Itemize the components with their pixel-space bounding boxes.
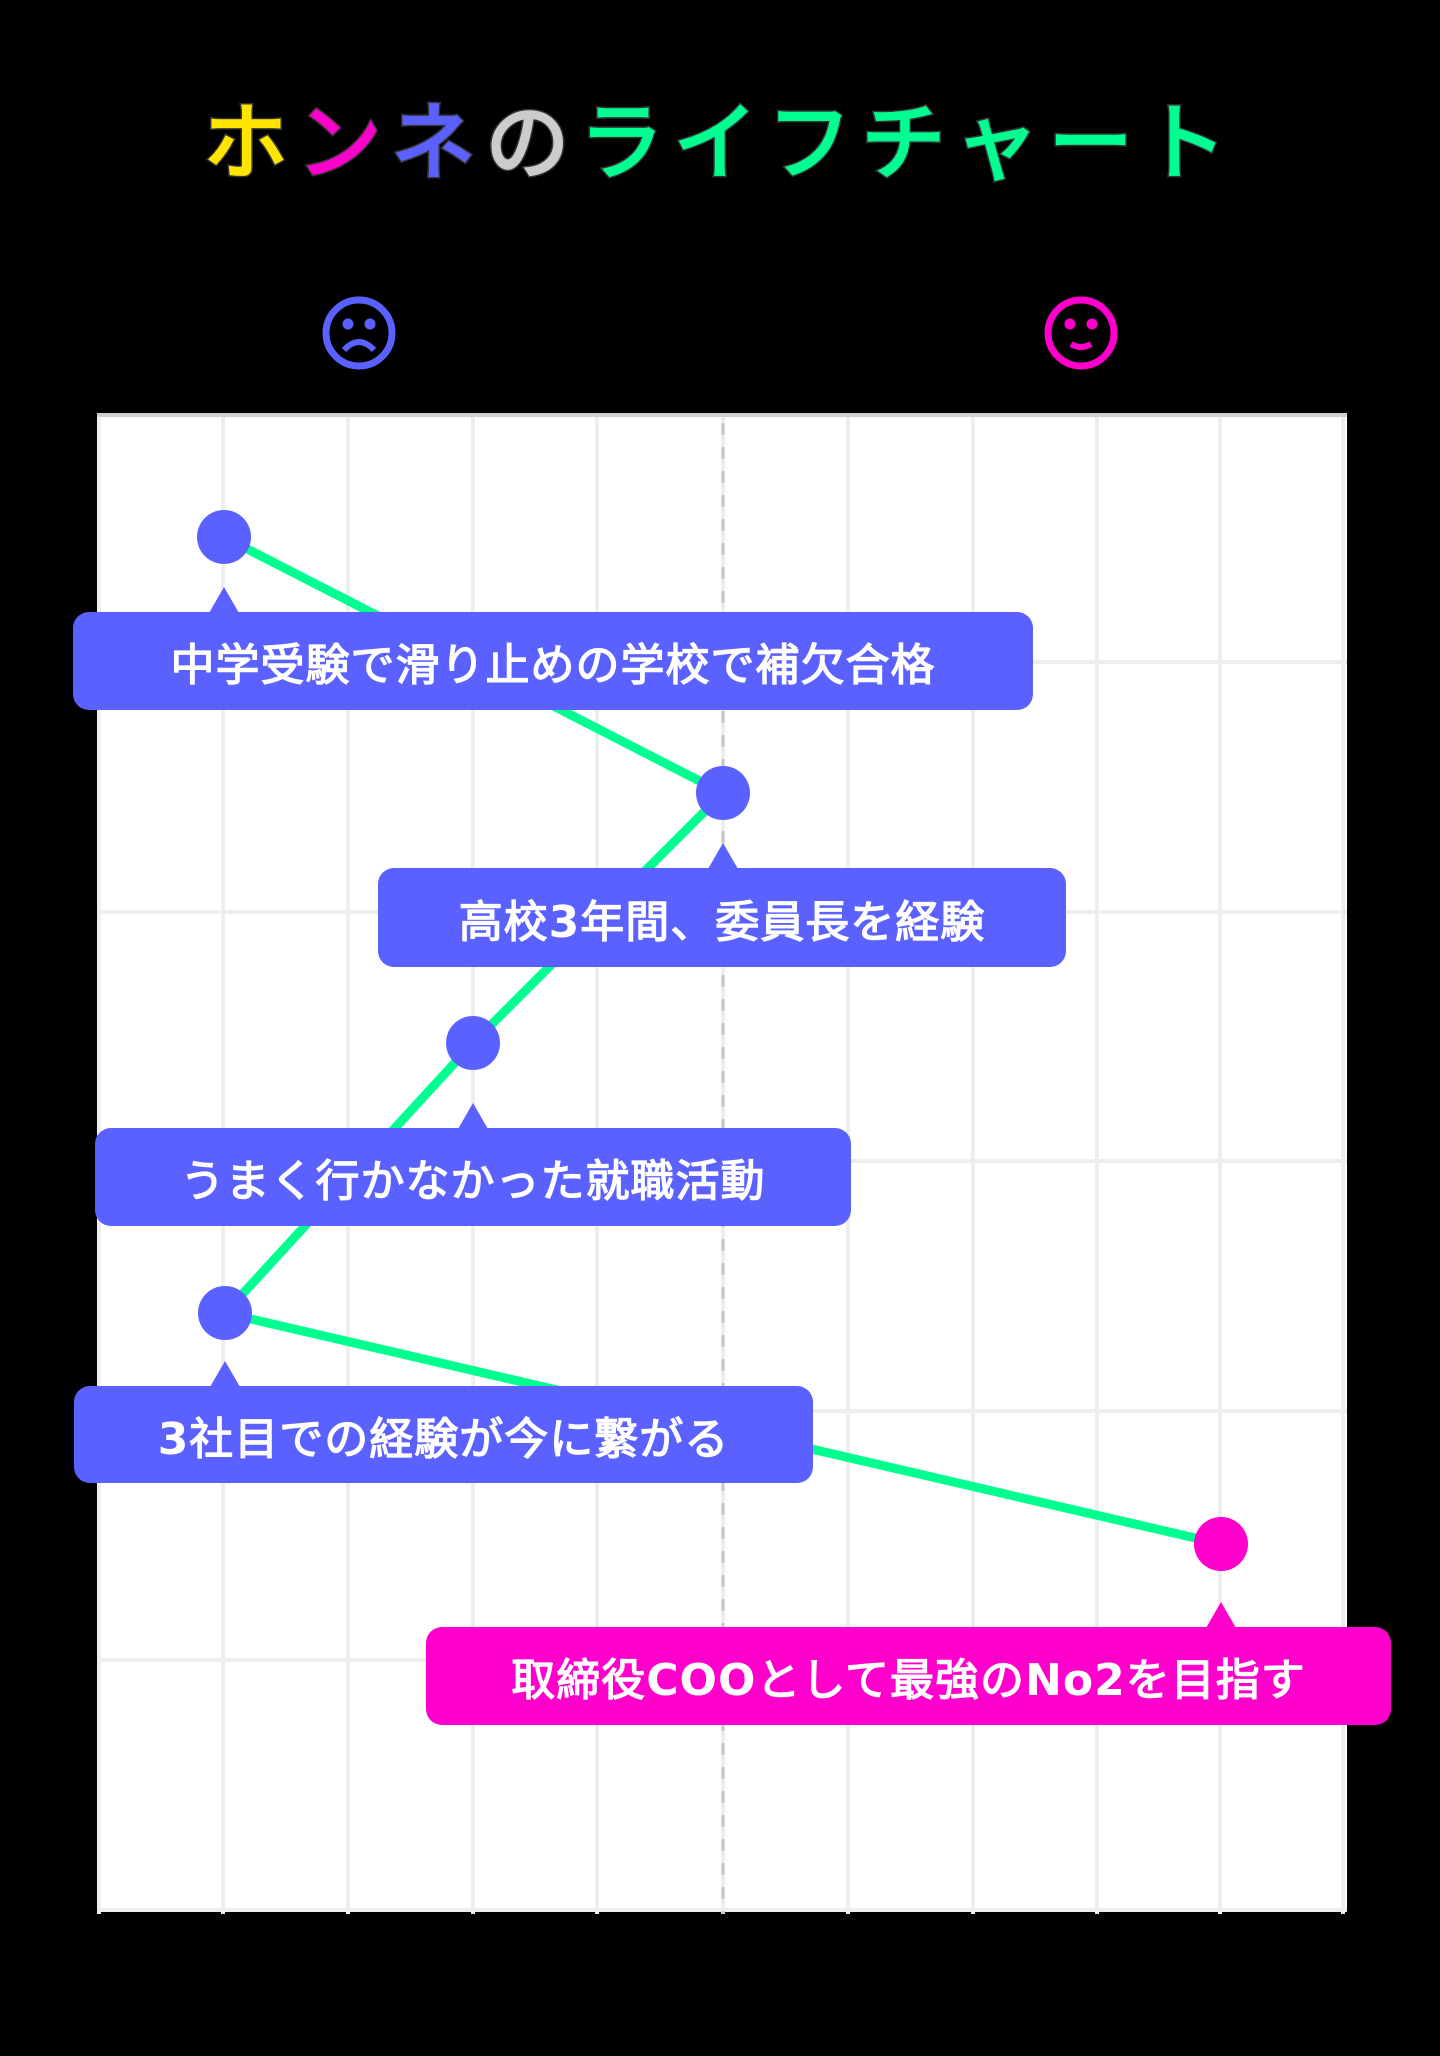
event-label-3: うまく行かなかった就職活動 — [95, 1103, 851, 1226]
data-point-5[interactable] — [1194, 1517, 1248, 1571]
sad-face-icon — [322, 296, 396, 370]
data-point-3[interactable] — [446, 1016, 500, 1070]
title-part-ho: ホ — [202, 93, 298, 194]
chart-title: ホンネのライフチャート — [0, 88, 1440, 198]
event-label-text: 3社目での経験が今に繋がる — [157, 1413, 730, 1465]
pointer-triangle — [209, 587, 239, 613]
event-label-text: 取締役COOとして最強のNo2を目指す — [511, 1655, 1306, 1706]
event-label-5: 取締役COOとして最強のNo2を目指す — [426, 1602, 1391, 1725]
event-label-4: 3社目での経験が今に繋がる — [74, 1361, 813, 1483]
event-label-text: 中学受験で滑り止めの学校で補欠合格 — [170, 640, 936, 691]
event-label-2: 高校3年間、委員長を経験 — [378, 843, 1066, 967]
pointer-triangle — [708, 843, 738, 869]
data-point-4[interactable] — [198, 1286, 252, 1340]
pointer-triangle — [1206, 1602, 1236, 1628]
event-label-text: うまく行かなかった就職活動 — [180, 1156, 766, 1207]
pointer-triangle — [210, 1361, 240, 1387]
data-point-2[interactable] — [696, 766, 750, 820]
title-part-lifechart: ライフチャート — [578, 93, 1237, 194]
happy-face-icon — [1044, 296, 1118, 370]
pointer-triangle — [458, 1103, 488, 1129]
title-part-ne: ネ — [390, 93, 486, 194]
title-part-n: ン — [296, 93, 392, 194]
title-part-no: の — [484, 93, 580, 194]
event-label-1: 中学受験で滑り止めの学校で補欠合格 — [73, 587, 1033, 710]
event-label-text: 高校3年間、委員長を経験 — [458, 896, 986, 948]
data-point-1[interactable] — [197, 510, 251, 564]
